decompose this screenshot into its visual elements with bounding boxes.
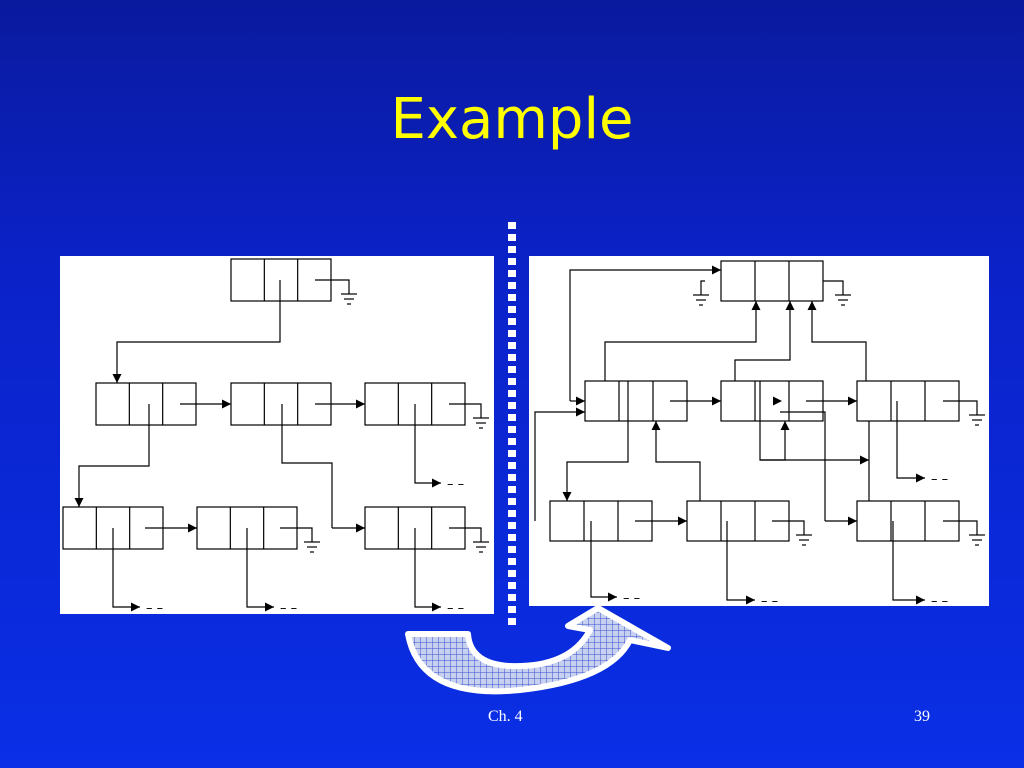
pointer-arrow <box>534 407 585 521</box>
pointer-arrow <box>896 401 925 483</box>
tail-marker: – – <box>931 472 948 487</box>
null-ground-icon <box>772 520 812 546</box>
pointer-arrow <box>892 521 925 605</box>
null-ground-icon <box>315 279 357 305</box>
null-ground-icon <box>943 400 985 426</box>
tail-marker: – – <box>447 477 464 492</box>
pointer-arrow <box>726 521 755 605</box>
tail-marker: – – <box>280 601 297 616</box>
slide-title: Example <box>390 87 634 152</box>
null-ground-icon <box>823 280 851 306</box>
footer-chapter: Ch. 4 <box>488 708 523 725</box>
null-ground-icon <box>280 527 320 553</box>
list-node <box>62 506 164 550</box>
pointer-arrow <box>651 421 701 501</box>
pointer-arrow <box>246 528 274 612</box>
tail-marker: – – <box>146 601 163 616</box>
pointer-arrow <box>74 404 150 507</box>
left-panel <box>60 256 494 614</box>
pointer-arrow <box>414 404 441 488</box>
tail-marker: – – <box>931 594 948 609</box>
tail-marker: – – <box>761 594 778 609</box>
null-ground-icon <box>943 520 985 546</box>
pointer-arrow <box>569 265 721 401</box>
footer-page-number: 39 <box>914 708 930 725</box>
list-node <box>95 382 197 426</box>
pointer-arrow <box>604 301 761 381</box>
transform-arrow-icon <box>405 605 671 695</box>
null-ground-icon <box>693 280 709 306</box>
pointer-line <box>281 404 333 528</box>
list-node <box>584 380 688 422</box>
pointer-arrow <box>734 301 795 381</box>
null-ground-icon <box>449 403 489 429</box>
list-node <box>720 380 824 422</box>
pointer-arrow <box>112 280 281 383</box>
list-node <box>230 382 332 426</box>
tail-marker: – – <box>623 591 640 606</box>
null-ground-icon <box>449 527 489 553</box>
list-node <box>549 500 653 542</box>
tail-marker: – – <box>447 601 464 616</box>
pointer-arrow <box>414 528 441 612</box>
pointer-arrow <box>807 301 867 381</box>
right-panel <box>529 256 989 606</box>
pointer-line <box>780 411 826 521</box>
pointer-arrow <box>112 528 140 612</box>
pointer-arrow <box>590 521 617 602</box>
